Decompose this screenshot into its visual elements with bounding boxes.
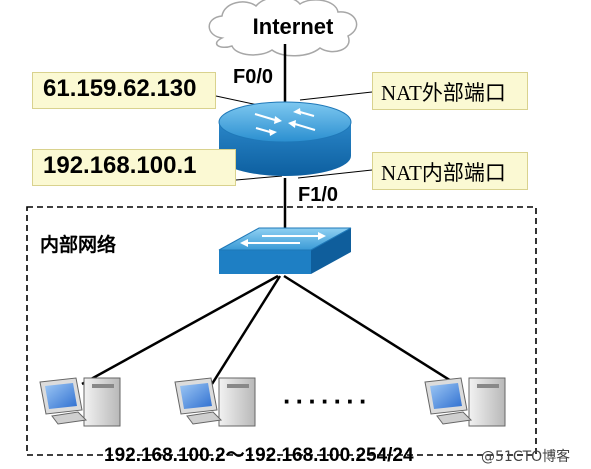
outside-port-desc: NAT外部端口 [372, 72, 528, 110]
inside-port-desc: NAT内部端口 [372, 152, 528, 190]
pc-icon [174, 377, 256, 427]
internet-label: Internet [252, 14, 334, 39]
watermark: @51CTO博客 [481, 449, 571, 465]
link-switch-pc3 [283, 274, 457, 386]
inside-port-label: F1/0 [298, 184, 339, 206]
inside-ip-box: 192.168.100.1 [32, 149, 236, 186]
lan-boundary [26, 206, 537, 456]
link-switch-pc2 [210, 275, 282, 385]
pointer-inside-ip [235, 175, 283, 181]
pointer-outside-desc [299, 91, 373, 101]
router-icon [218, 101, 352, 176]
lan-title: 内部网络 [40, 235, 117, 256]
internet-cloud [208, 0, 358, 57]
pointer-inside-desc [297, 169, 373, 179]
more-hosts-ellipsis: ······· [283, 386, 372, 416]
link-switch-pc1 [81, 274, 279, 386]
outside-ip-box: 61.159.62.130 [32, 72, 216, 109]
outside-port-label: F0/0 [233, 66, 274, 88]
pc-icon [424, 377, 506, 427]
switch-icon [218, 227, 352, 274]
host-ip-range: 192.168.100.2～192.168.100.254/24 [104, 445, 414, 466]
pc-icon [39, 377, 121, 427]
